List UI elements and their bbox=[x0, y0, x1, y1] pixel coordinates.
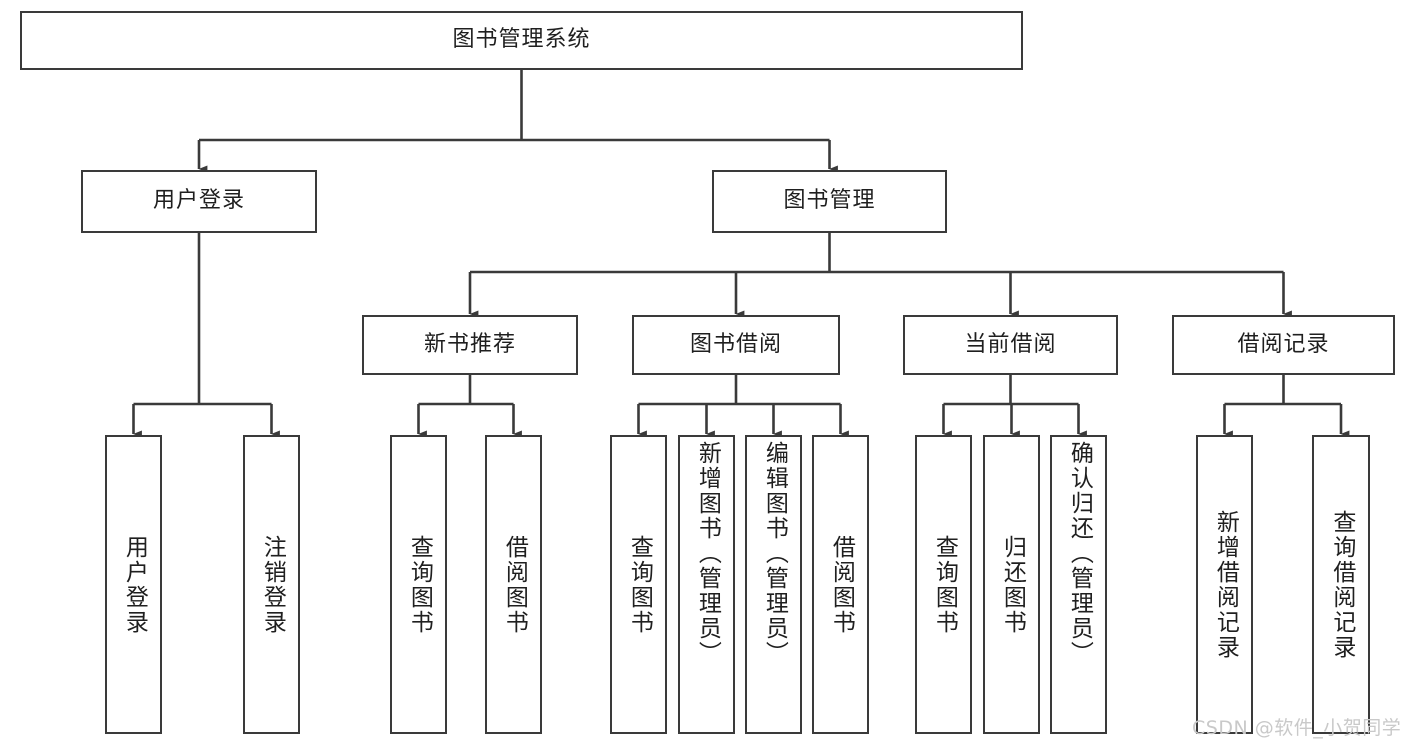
node-leaf-logout[interactable]: 注销登录 bbox=[243, 435, 300, 734]
node-leaf-return-book-label: 归还图书 bbox=[999, 534, 1026, 635]
node-current-borrow-label: 当前借阅 bbox=[964, 331, 1057, 357]
node-leaf-user-login[interactable]: 用户登录 bbox=[105, 435, 162, 734]
node-leaf-borrow-book-2[interactable]: 借阅图书 bbox=[812, 435, 869, 734]
node-borrow-record-label: 借阅记录 bbox=[1237, 331, 1330, 357]
node-leaf-add-record[interactable]: 新增借阅记录 bbox=[1196, 435, 1253, 734]
node-leaf-query-book-3[interactable]: 查询图书 bbox=[915, 435, 972, 734]
node-leaf-query-book-2-label: 查询图书 bbox=[626, 534, 653, 635]
node-leaf-query-record[interactable]: 查询借阅记录 bbox=[1312, 435, 1370, 734]
node-user-login-label: 用户登录 bbox=[152, 188, 245, 214]
node-new-book-rec-label: 新书推荐 bbox=[423, 331, 516, 357]
node-leaf-query-book-2[interactable]: 查询图书 bbox=[610, 435, 667, 734]
node-leaf-borrow-book-1-label: 借阅图书 bbox=[501, 534, 528, 635]
node-book-manage[interactable]: 图书管理 bbox=[712, 170, 947, 233]
node-book-borrow[interactable]: 图书借阅 bbox=[632, 315, 840, 375]
node-leaf-add-record-label: 新增借阅记录 bbox=[1212, 509, 1239, 660]
node-leaf-edit-book[interactable]: 编辑图书（管理员） bbox=[745, 435, 802, 734]
node-user-login[interactable]: 用户登录 bbox=[81, 170, 317, 233]
node-leaf-query-book-3-label: 查询图书 bbox=[931, 534, 958, 635]
node-leaf-edit-book-label: 编辑图书（管理员） bbox=[761, 441, 788, 666]
node-root-label: 图书管理系统 bbox=[452, 27, 591, 53]
node-leaf-query-record-label: 查询借阅记录 bbox=[1328, 509, 1355, 660]
node-leaf-query-book-1[interactable]: 查询图书 bbox=[390, 435, 447, 734]
node-root[interactable]: 图书管理系统 bbox=[20, 11, 1023, 70]
node-new-book-rec[interactable]: 新书推荐 bbox=[362, 315, 578, 375]
node-book-borrow-label: 图书借阅 bbox=[689, 331, 782, 357]
node-leaf-borrow-book-2-label: 借阅图书 bbox=[828, 534, 855, 635]
node-leaf-confirm-return-label: 确认归还（管理员） bbox=[1066, 441, 1093, 666]
node-leaf-confirm-return[interactable]: 确认归还（管理员） bbox=[1050, 435, 1107, 734]
node-current-borrow[interactable]: 当前借阅 bbox=[903, 315, 1118, 375]
node-leaf-add-book[interactable]: 新增图书（管理员） bbox=[678, 435, 735, 734]
node-leaf-user-login-label: 用户登录 bbox=[121, 534, 148, 635]
node-leaf-query-book-1-label: 查询图书 bbox=[406, 534, 433, 635]
node-borrow-record[interactable]: 借阅记录 bbox=[1172, 315, 1395, 375]
node-leaf-borrow-book-1[interactable]: 借阅图书 bbox=[485, 435, 542, 734]
node-leaf-return-book[interactable]: 归还图书 bbox=[983, 435, 1040, 734]
node-leaf-add-book-label: 新增图书（管理员） bbox=[694, 441, 721, 666]
node-leaf-logout-label: 注销登录 bbox=[259, 534, 286, 635]
node-book-manage-label: 图书管理 bbox=[783, 188, 876, 214]
